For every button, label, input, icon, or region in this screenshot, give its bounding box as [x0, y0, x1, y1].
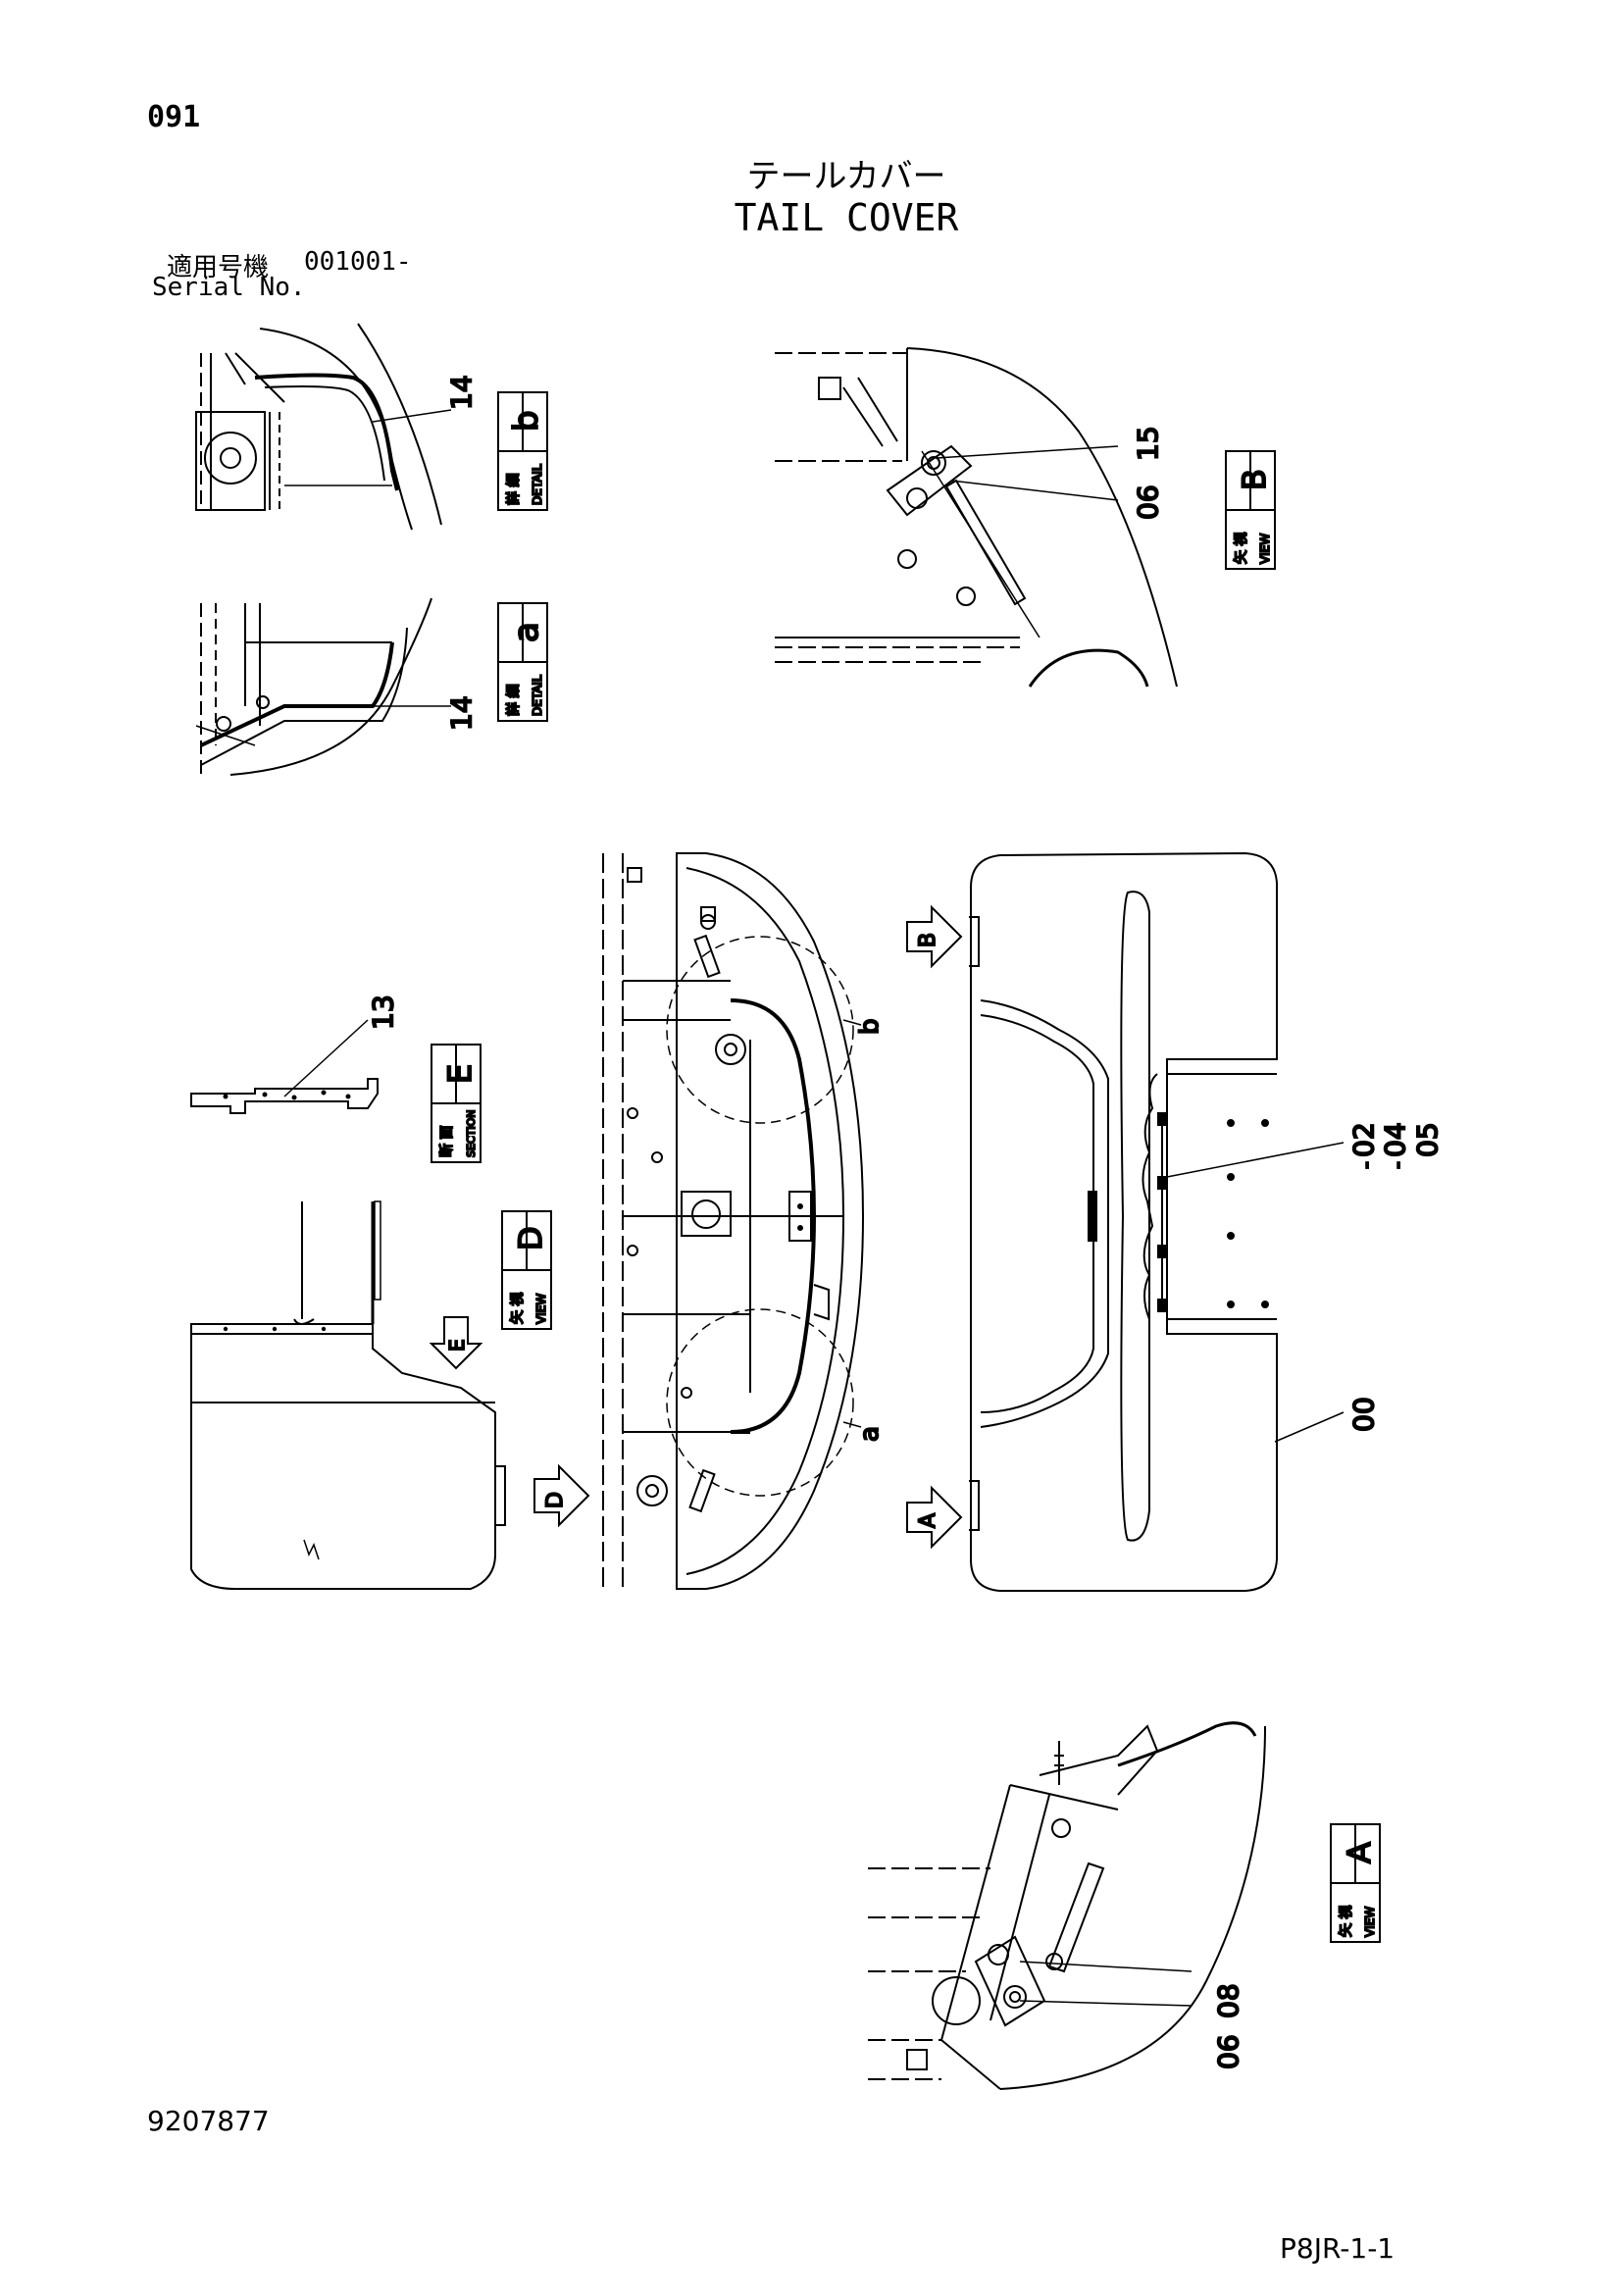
- serial-range: 001001-: [304, 247, 412, 277]
- document-number: 9207877: [147, 2105, 270, 2137]
- serial-label-english: Serial No.: [152, 273, 306, 302]
- callout-06-a: 06: [1212, 2034, 1244, 2069]
- arrow-b-letter: B: [916, 933, 940, 947]
- detail-a-kanji: 詳 細: [506, 685, 522, 716]
- view-b-kanji: 矢 視: [1234, 533, 1249, 564]
- detail-a-letter: a: [507, 622, 546, 642]
- section-e-label-box: [431, 1044, 482, 1163]
- view-d-drawing: [190, 1200, 506, 1590]
- detail-a-circle-label: a: [855, 1426, 885, 1442]
- main-top-view-drawing: [602, 852, 865, 1590]
- callout-15: 15: [1132, 426, 1164, 461]
- title-english: TAIL COVER: [734, 196, 959, 239]
- view-d-kanji: 矢 視: [510, 1293, 526, 1324]
- serial-label-japanese: 適用号機: [167, 253, 270, 282]
- detail-b-letter: b: [507, 410, 546, 432]
- arrow-d-letter: D: [543, 1492, 568, 1508]
- section-e-drawing: [190, 1019, 379, 1114]
- section-e-letter: E: [441, 1064, 479, 1084]
- arrow-b: [906, 904, 963, 969]
- callout-14-a: 14: [445, 695, 478, 731]
- page-number: 091: [147, 100, 201, 134]
- detail-b-drawing: [195, 323, 452, 531]
- callout-02: 02: [1347, 1122, 1380, 1157]
- view-b-word: VIEW: [1258, 534, 1272, 564]
- arrow-a-letter: A: [916, 1513, 940, 1528]
- arrow-e: [429, 1316, 483, 1370]
- callout-00: 00: [1347, 1397, 1380, 1432]
- detail-a-label-box: [497, 602, 548, 722]
- callout-08: 08: [1212, 1983, 1244, 2018]
- callout-06-b: 06: [1132, 485, 1164, 520]
- arrow-e-letter: E: [445, 1339, 469, 1352]
- view-b-letter: B: [1236, 469, 1273, 490]
- callout-05: 05: [1411, 1122, 1444, 1157]
- detail-b-word: DETAIL: [531, 464, 544, 505]
- view-d-label-box: [501, 1210, 552, 1330]
- arrow-d: [533, 1463, 590, 1528]
- title-japanese: テールカバー: [746, 157, 946, 196]
- detail-a-drawing: [195, 597, 451, 776]
- view-d-word: VIEW: [534, 1294, 548, 1324]
- callout-separator-2: -: [1386, 1161, 1410, 1169]
- view-b-label-box: [1225, 450, 1276, 570]
- view-b-drawing: [775, 347, 1178, 688]
- view-d-letter: D: [512, 1226, 549, 1250]
- view-a-drawing: [868, 1721, 1266, 2090]
- view-a-kanji: 矢 視: [1339, 1906, 1354, 1937]
- detail-b-label-box: [497, 391, 548, 511]
- main-rear-view-drawing: [969, 851, 1345, 1592]
- callout-04: 04: [1379, 1122, 1411, 1157]
- callout-13: 13: [367, 995, 399, 1030]
- callout-14-b: 14: [445, 375, 478, 410]
- detail-b-circle-label: b: [855, 1018, 885, 1035]
- detail-b-kanji: 詳 細: [506, 474, 522, 505]
- section-e-word: SECTION: [465, 1110, 478, 1157]
- view-a-letter: A: [1341, 1842, 1378, 1863]
- detail-a-word: DETAIL: [531, 675, 544, 716]
- view-a-label-box: [1330, 1823, 1381, 1943]
- view-a-word: VIEW: [1363, 1907, 1377, 1937]
- section-e-kanji: 断 面: [439, 1126, 455, 1157]
- drawing-code: P8JR-1-1: [1280, 2232, 1396, 2265]
- callout-separator-1: -: [1354, 1161, 1379, 1169]
- arrow-a: [906, 1485, 963, 1550]
